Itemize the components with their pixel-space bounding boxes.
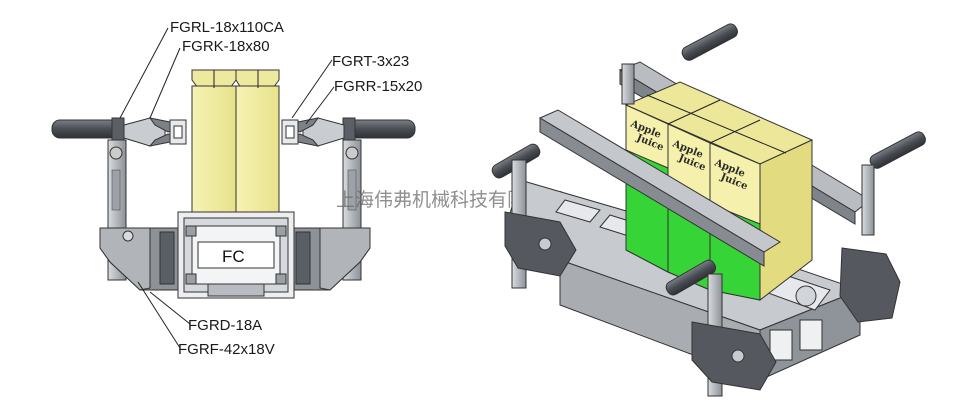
fc-chain-block: FC (177, 211, 295, 299)
iso-bracket-right (839, 247, 901, 323)
fc-label: FC (222, 247, 245, 266)
leader-fgrd (149, 291, 191, 325)
watermark: 上海伟弗机械科技有限公司 (336, 189, 564, 211)
iso-handle-back-right (861, 131, 926, 236)
left-bracket (99, 227, 179, 291)
iso-handle-front-left (491, 143, 577, 289)
right-bracket (291, 227, 371, 291)
label-fgrk: FGRK-18x80 (182, 38, 270, 55)
iso-handle-front-right (665, 259, 777, 397)
front-view: FC FGRL-18x110CA FGRK-18x80 FGRT-3x23 FG… (51, 19, 422, 358)
label-fgrr: FGRR-15x20 (334, 78, 422, 95)
leader-fgrf (137, 281, 181, 349)
label-fgrt: FGRT-3x23 (332, 53, 409, 70)
iso-handle-back-left (621, 23, 738, 105)
leader-fgrk (149, 47, 181, 119)
right-clamp-arm (281, 117, 345, 147)
leader-fgrl (119, 27, 169, 119)
label-fgrf: FGRF-42x18V (178, 341, 275, 358)
left-clamp-arm (123, 117, 187, 147)
isometric-view: Apple Juice Apple Juice Apple Juice (491, 23, 926, 397)
label-fgrd: FGRD-18A (188, 317, 262, 334)
label-fgrl: FGRL-18x110CA (170, 19, 284, 36)
carton-pair (191, 69, 280, 221)
leader-fgrr (305, 86, 335, 125)
leader-fgrt (291, 59, 333, 119)
